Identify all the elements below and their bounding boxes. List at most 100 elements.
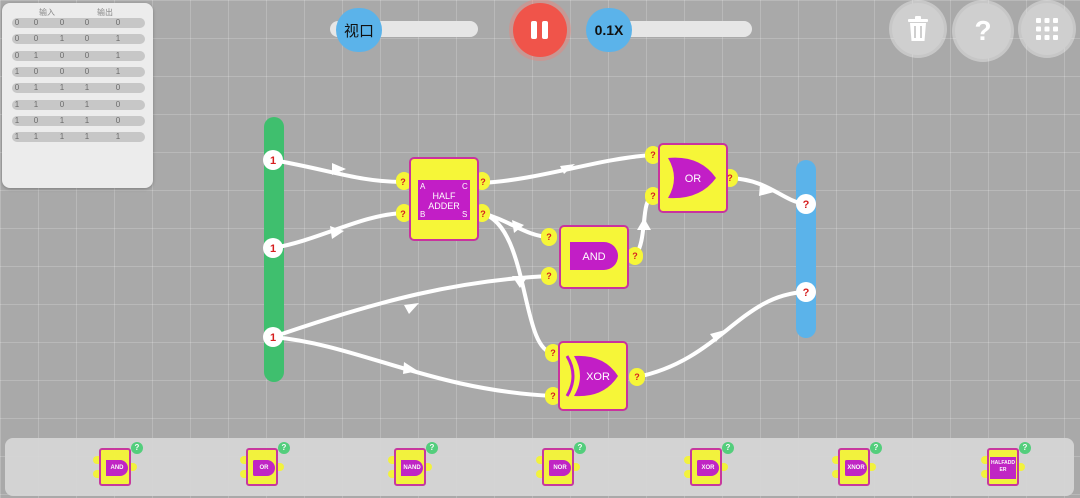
wire-arrows [330, 163, 774, 374]
or-port-out: ? [727, 173, 733, 183]
xor-port-b: ? [550, 391, 556, 401]
output-node-1[interactable]: ? [796, 194, 816, 214]
truth-table-cell: 1 [14, 66, 20, 76]
palette-gate-body: OR [246, 448, 278, 486]
output-2-value: ? [803, 287, 810, 299]
speed-button[interactable]: 0.1X [586, 8, 632, 52]
palette-help-badge[interactable]: ? [574, 442, 586, 454]
palette-item-nand[interactable]: NAND? [388, 442, 438, 486]
truth-table-cell: 1 [84, 132, 90, 142]
input-3-value: 1 [270, 332, 276, 344]
palette-port [536, 456, 546, 464]
palette-help-badge[interactable]: ? [722, 442, 734, 454]
palette-item-halfadder[interactable]: HALFADDER? [981, 442, 1031, 486]
palette-port [240, 456, 250, 464]
palette-help-badge[interactable]: ? [278, 442, 290, 454]
or-gate[interactable]: OR ? ? ? [645, 143, 738, 213]
palette-item-and[interactable]: AND? [93, 442, 143, 486]
palette-port [93, 456, 103, 464]
truth-table-cell: 1 [59, 34, 65, 44]
arrow-5 [560, 164, 575, 174]
palette-port [570, 463, 580, 471]
truth-table-cell: 0 [33, 18, 39, 27]
pause-button[interactable] [513, 3, 567, 57]
xor-port-out: ? [634, 372, 640, 382]
and-port-b: ? [546, 271, 552, 281]
palette-gate-body: HALFADDER [987, 448, 1019, 486]
palette-port [981, 456, 991, 464]
palette-gate-body: NOR [542, 448, 574, 486]
palette-port [388, 470, 398, 478]
truth-table-row: 1 0 0 0 1 [12, 66, 145, 77]
truth-table-cell: 0 [59, 66, 65, 76]
and-port-out: ? [632, 251, 638, 261]
truth-table-cell: 0 [14, 83, 20, 93]
truth-table-cell: 1 [115, 66, 121, 76]
truth-table-cell: 1 [14, 132, 20, 142]
input-node-2[interactable]: 1 [263, 238, 283, 258]
output-node-2[interactable]: ? [796, 282, 816, 302]
truth-table-cell: 0 [59, 50, 65, 60]
truth-table-cell: 0 [115, 18, 121, 27]
or-label: OR [685, 173, 702, 185]
palette-port [832, 456, 842, 464]
speed-label: 0.1X [594, 22, 624, 38]
truth-table-cell: 0 [33, 66, 39, 76]
arrow-1 [332, 163, 346, 175]
palette-gate-label: AND [106, 460, 128, 476]
truth-table-cell: 0 [115, 115, 121, 125]
and-gate[interactable]: AND ? ? ? [541, 225, 643, 289]
palette-help-badge[interactable]: ? [426, 442, 438, 454]
xor-label: XOR [586, 371, 610, 383]
input-node-3[interactable]: 1 [263, 327, 283, 347]
truth-table-cell: 0 [33, 115, 39, 125]
circuit-canvas[interactable]: 1 1 1 ? ? HALF ADDER A B C S ? ? ? ? [0, 0, 1080, 440]
palette-item-xor[interactable]: XOR? [684, 442, 734, 486]
xor-gate[interactable]: XOR ? ? ? [545, 341, 645, 411]
palette-item-or[interactable]: OR? [240, 442, 290, 486]
input-node-1[interactable]: 1 [263, 150, 283, 170]
wire-xor-out2 [635, 290, 807, 379]
truth-table-cell: 0 [14, 34, 20, 44]
menu-button[interactable] [1021, 3, 1073, 55]
arrow-7 [637, 218, 651, 230]
palette-help-badge[interactable]: ? [1019, 442, 1031, 454]
palette-gate-label: HALFADDER [990, 457, 1016, 479]
truth-table-cell: 1 [84, 83, 90, 93]
palette-item-nor[interactable]: NOR? [536, 442, 586, 486]
pause-icon-bar [542, 21, 548, 39]
ha-pin-c: C [462, 182, 468, 191]
truth-table-cell: 0 [84, 66, 90, 76]
view-button[interactable]: 视口 [336, 8, 382, 52]
palette-port [684, 456, 694, 464]
palette-gate-body: XNOR [838, 448, 870, 486]
view-label: 视口 [343, 22, 374, 40]
arrow-6 [512, 276, 528, 288]
arrow-4 [403, 362, 418, 374]
palette-help-badge[interactable]: ? [870, 442, 882, 454]
wire-ha-s-xor-a [479, 211, 555, 355]
speed-slider[interactable] [592, 21, 752, 37]
input-1-value: 1 [270, 155, 276, 167]
delete-button[interactable] [892, 3, 944, 55]
truth-table-cell: 1 [115, 34, 121, 44]
ha-port-b: ? [400, 209, 406, 219]
truth-table-cell: 0 [14, 18, 20, 27]
arrow-8 [759, 184, 774, 196]
palette-gate-body: AND [99, 448, 131, 486]
palette-port [93, 470, 103, 478]
palette-help-badge[interactable]: ? [131, 442, 143, 454]
ha-label-line2: ADDER [428, 201, 460, 211]
truth-table-cell: 1 [33, 83, 39, 93]
half-adder-gate[interactable]: HALF ADDER A B C S ? ? ? ? [396, 157, 490, 241]
arrow-2 [330, 226, 344, 239]
palette-item-xnor[interactable]: XNOR? [832, 442, 882, 486]
truth-table-cell: 0 [115, 99, 121, 109]
help-button[interactable]: ? [955, 3, 1011, 59]
